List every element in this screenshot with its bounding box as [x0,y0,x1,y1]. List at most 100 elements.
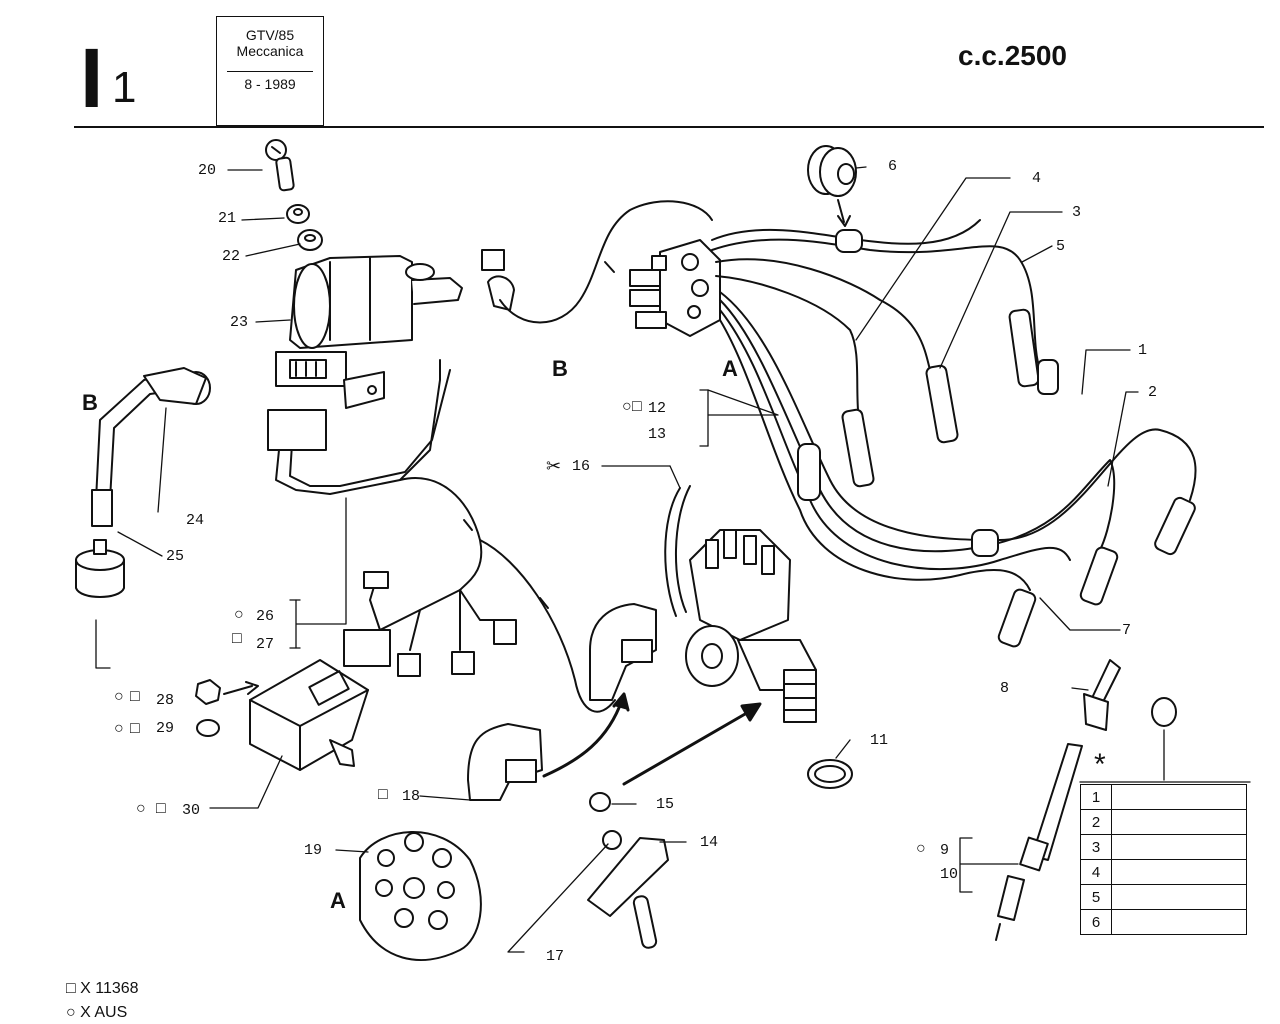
scissors-icon: ✂ [546,456,562,476]
square-symbol: □ [632,398,642,415]
ignition-coil-part [275,255,463,409]
view-letter-b: B [82,390,98,415]
table-row: 2 [1080,809,1247,835]
wiring-harness [267,359,616,713]
pickup-part [587,792,669,949]
callout-13: 13 [648,426,667,443]
callout-28: 28 [156,692,175,709]
callout-30: 30 [182,802,201,819]
leader-lines [95,166,1165,953]
vacuum-hose [664,487,681,617]
legend-circle-text: X AUS [80,1004,128,1021]
section-number: 1 [112,63,137,112]
coil-lead-b [75,367,211,598]
callout-18: 18 [402,788,421,805]
title-separator [227,71,313,72]
group-label: Meccanica [236,43,304,59]
model-label: GTV/85 [245,27,295,43]
engine-label: c.c.2500 [958,40,1067,71]
callout-4: 4 [1032,170,1042,187]
callout-20: 20 [198,162,217,179]
circle-symbol: ○ [234,606,244,623]
row-number: 3 [1080,834,1112,860]
callout-24: 24 [186,512,205,529]
callout-7: 7 [1122,622,1132,639]
washer-part [286,204,323,251]
callout-26: 26 [256,608,275,625]
callout-9: 9 [940,842,950,859]
square-symbol: □ [232,630,242,647]
nut-part [195,679,259,737]
callout-2: 2 [1148,384,1158,401]
table-row: 3 [1080,834,1247,860]
control-module-part [249,659,369,771]
row-number: 4 [1080,859,1112,885]
view-letter-a: A [722,356,738,381]
callout-3: 3 [1072,204,1082,221]
distributor-end-a [629,239,721,337]
view-letter-b: B [552,356,568,381]
callout-25: 25 [166,548,185,565]
row-value [1111,884,1247,910]
callout-6: 6 [888,158,898,175]
callout-10: 10 [940,866,959,883]
spark-plug-table: 1 2 3 4 5 6 [1080,784,1247,935]
spark-plug-part [995,659,1177,941]
legend-circle: ○ X AUS [66,1004,127,1022]
callout-14: 14 [700,834,719,851]
circle-symbol: ○ [114,720,124,737]
view-letter-a: A [330,888,346,913]
table-row: 6 [1080,909,1247,935]
circle-symbol: ○ [66,1004,76,1021]
coil-ht-lead [499,200,713,324]
date-label: 8 - 1989 [244,76,296,92]
assembly-arrows [542,692,762,786]
callout-1: 1 [1138,342,1148,359]
callout-19: 19 [304,842,323,859]
callout-22: 22 [222,248,241,265]
circle-symbol: ○ [916,840,926,857]
square-symbol: □ [130,720,140,737]
header-rule [74,126,1264,128]
elbow-connector-part [467,603,657,801]
callout-29: 29 [156,720,175,737]
distributor-part [685,529,817,723]
o-ring-part [807,759,853,789]
callout-12: 12 [648,400,667,417]
callout-8: 8 [1000,680,1010,697]
row-number: 1 [1080,784,1112,810]
callout-17: 17 [546,948,565,965]
row-value [1111,834,1247,860]
square-symbol: □ [378,786,388,803]
callout-27: 27 [256,636,275,653]
table-row: 4 [1080,859,1247,885]
plug-boots [841,308,1196,648]
callout-11: 11 [870,732,889,749]
row-number: 5 [1080,884,1112,910]
legend-square: □ X 11368 [66,980,139,998]
distributor-cap-part [359,831,482,961]
coil-connector-b [481,249,515,311]
row-number: 6 [1080,909,1112,935]
callout-21: 21 [218,210,237,227]
title-box: GTV/85 Meccanica 8 - 1989 [216,16,324,126]
grommet-part [807,145,857,227]
row-value [1111,784,1247,810]
circle-symbol: ○ [114,688,124,705]
callout-5: 5 [1056,238,1066,255]
square-symbol: □ [156,800,166,817]
row-number: 2 [1080,809,1112,835]
row-value [1111,809,1247,835]
row-value [1111,859,1247,885]
square-symbol: □ [66,980,76,997]
circle-symbol: ○ [136,800,146,817]
square-symbol: □ [130,688,140,705]
callout-15: 15 [656,796,675,813]
callout-23: 23 [230,314,249,331]
section-letter: I [80,31,104,125]
table-row: 5 [1080,884,1247,910]
circle-symbol: ○ [622,398,632,415]
table-row: 1 [1080,784,1247,810]
row-value [1111,909,1247,935]
